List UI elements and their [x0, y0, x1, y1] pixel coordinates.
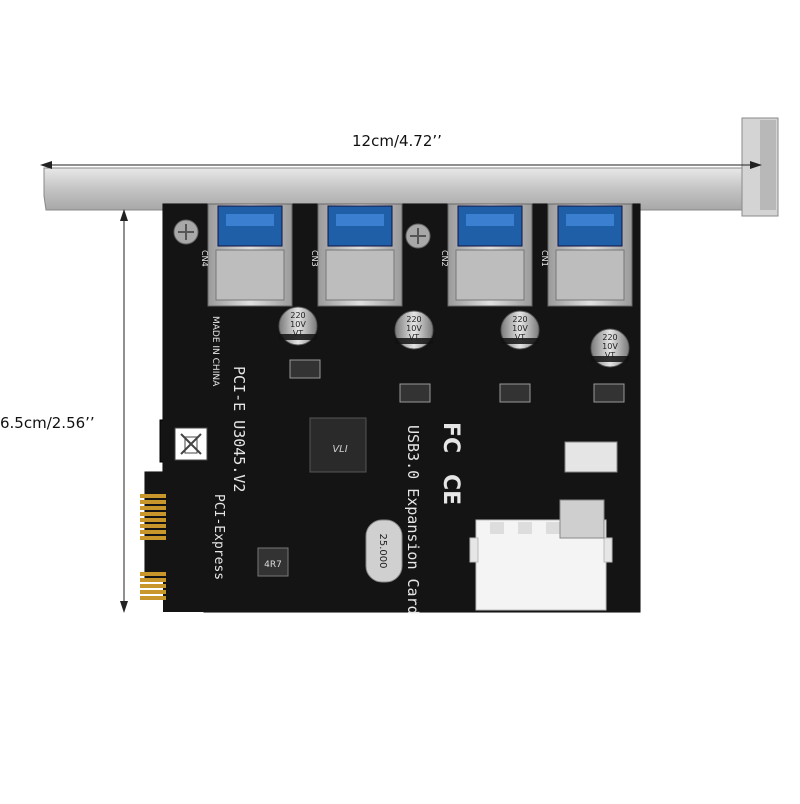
fcc-logo: FC — [438, 422, 463, 453]
controller-chip: VLI — [309, 417, 367, 473]
usb-port: CN3 — [310, 203, 403, 307]
usb-port: CN1 — [540, 203, 633, 307]
gold-contact — [140, 494, 166, 498]
bus-text: PCI-Express — [211, 494, 226, 580]
model-text: PCI-E U3045.V2 — [230, 366, 248, 492]
capacitor-label: 220 — [602, 333, 617, 342]
weee-bin-icon — [174, 427, 208, 461]
gold-contact — [140, 590, 166, 594]
gold-contact — [140, 578, 166, 582]
capacitor-label: VT — [605, 351, 615, 360]
gold-contact — [140, 530, 166, 534]
capacitor-label: 10V — [602, 342, 618, 351]
gold-contact — [140, 536, 166, 540]
capacitor-label: 220 — [406, 315, 421, 324]
port-label: CN2 — [440, 250, 449, 267]
inductor-text: 4R7 — [264, 560, 282, 570]
pcie-gold-fingers — [140, 494, 166, 600]
port-label: CN3 — [310, 250, 319, 267]
fuses — [289, 359, 625, 539]
gold-contact — [140, 512, 166, 516]
capacitor-label: 10V — [290, 320, 306, 329]
gold-contact — [140, 500, 166, 504]
chip-brand-text: VLI — [332, 444, 347, 455]
bracket-screws — [173, 219, 431, 249]
port-label: CN1 — [540, 250, 549, 267]
height-dimension-arrow — [120, 209, 128, 613]
crystal-oscillator: 25.000 — [365, 519, 403, 583]
gold-contact — [140, 596, 166, 600]
board-title-text: USB3.0 Expansion Card — [404, 425, 422, 615]
gold-contact — [140, 584, 166, 588]
capacitor-label: 10V — [406, 324, 422, 333]
capacitor-label: VT — [293, 329, 303, 338]
height-dimension-label: 6.5cm/2.56’’ — [0, 414, 95, 432]
gold-contact — [140, 572, 166, 576]
usb-port: CN4 — [200, 203, 293, 307]
gold-contact — [140, 506, 166, 510]
capacitor-label: 10V — [512, 324, 528, 333]
capacitor-label: 220 — [512, 315, 527, 324]
capacitor-label: 220 — [290, 311, 305, 320]
usb-port: CN2 — [440, 203, 533, 307]
origin-text: MADE IN CHINA — [210, 316, 220, 387]
ce-logo: CE — [438, 474, 463, 505]
width-dimension-arrow — [40, 161, 762, 169]
silkscreen: USB3.0 Expansion Card PCI-E U3045.V2 MAD… — [210, 316, 463, 615]
width-dimension-label: 12cm/4.72’’ — [352, 132, 442, 150]
capacitor-label: VT — [409, 333, 419, 342]
gold-contact — [140, 518, 166, 522]
capacitor-label: VT — [515, 333, 525, 342]
crystal-text: 25.000 — [377, 534, 388, 569]
inductor: 4R7 — [257, 547, 289, 577]
port-label: CN4 — [200, 250, 209, 267]
gold-contact — [140, 524, 166, 528]
usb-ports: CN4 CN3 CN2 CN1 — [200, 203, 633, 307]
